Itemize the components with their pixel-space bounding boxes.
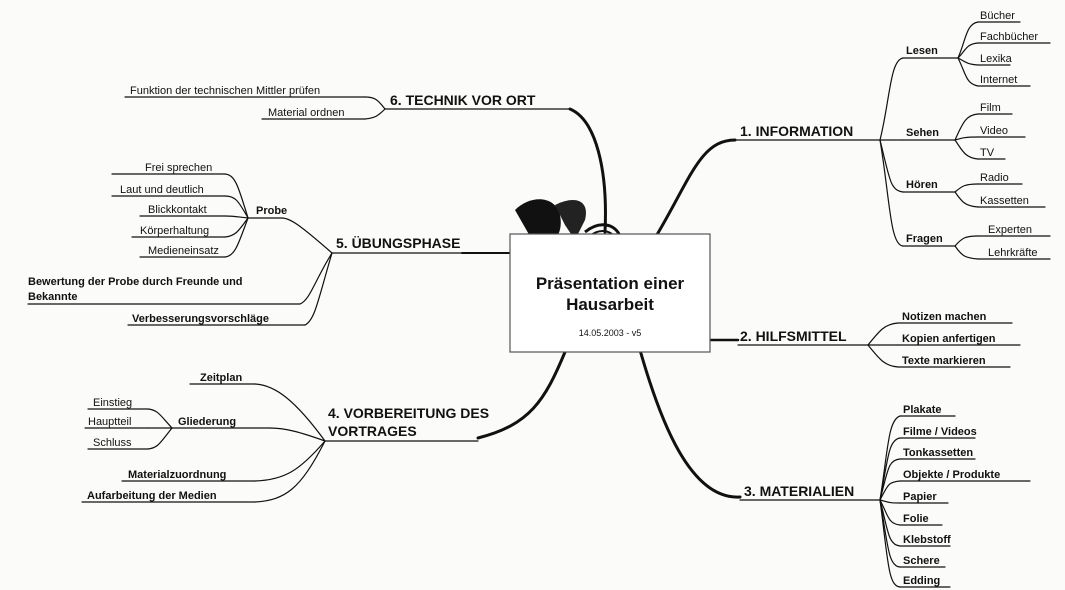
item-blickkontakt: Blickkontakt — [148, 204, 207, 216]
uebungsphase-branch[interactable]: 5. ÜBUNGSPHASE Probe Frei sprechen Laut … — [28, 162, 460, 325]
bewertung-line2: Bekannte — [28, 291, 78, 303]
item-filme-videos: Filme / Videos — [903, 426, 977, 438]
vorbereitung-label-line1: 4. VORBEREITUNG DES — [328, 405, 489, 421]
materialien-branch[interactable]: 3. MATERIALIEN Plakate Filme / Videos To… — [744, 404, 1000, 587]
fragen-label: Fragen — [906, 233, 943, 245]
item-buecher: Bücher — [980, 10, 1015, 22]
item-lehrkraefte: Lehrkräfte — [988, 247, 1038, 259]
item-einstieg: Einstieg — [93, 397, 132, 409]
lesen-label: Lesen — [906, 45, 938, 57]
hilfsmittel-branch[interactable]: 2. HILFSMITTEL Notizen machen Kopien anf… — [740, 311, 996, 367]
item-verbesserungsvorschlaege: Verbesserungsvorschläge — [132, 313, 269, 325]
sehen-label: Sehen — [906, 127, 939, 139]
item-frei-sprechen: Frei sprechen — [145, 162, 212, 174]
item-laut-deutlich: Laut und deutlich — [120, 184, 204, 196]
item-aufarbeitung-medien: Aufarbeitung der Medien — [87, 490, 217, 502]
item-material-ordnen: Material ordnen — [268, 107, 344, 119]
bewertung-line1: Bewertung der Probe durch Freunde und — [28, 276, 243, 288]
item-experten: Experten — [988, 224, 1032, 236]
item-video: Video — [980, 125, 1008, 137]
item-medieneinsatz: Medieneinsatz — [148, 245, 219, 257]
center-node-box — [509, 233, 711, 353]
item-plakate: Plakate — [903, 404, 942, 416]
center-date: 14.05.2003 - v5 — [579, 328, 642, 338]
item-koerperhaltung: Körperhaltung — [140, 225, 209, 237]
branch-technik — [568, 107, 607, 234]
uebungsphase-label: 5. ÜBUNGSPHASE — [336, 235, 460, 251]
item-edding: Edding — [903, 575, 940, 587]
branch-vorbereitung — [476, 350, 567, 440]
item-kassetten: Kassetten — [980, 195, 1029, 207]
hoeren-label: Hören — [906, 179, 938, 191]
item-objekte-produkte: Objekte / Produkte — [903, 469, 1000, 481]
branch-information — [653, 138, 737, 240]
branch-materialien — [638, 348, 742, 499]
item-papier: Papier — [903, 491, 937, 503]
item-fachbuecher: Fachbücher — [980, 31, 1038, 43]
item-radio: Radio — [980, 172, 1009, 184]
item-film: Film — [980, 102, 1001, 114]
technik-label: 6. TECHNIK VOR ORT — [390, 92, 536, 108]
center-node[interactable]: Präsentation einer Hausarbeit 14.05.2003… — [509, 233, 711, 353]
item-folie: Folie — [903, 513, 929, 525]
item-tonkassetten: Tonkassetten — [903, 447, 973, 459]
item-materialzuordnung: Materialzuordnung — [128, 469, 226, 481]
gliederung-label: Gliederung — [178, 416, 236, 428]
hilfsmittel-label: 2. HILFSMITTEL — [740, 328, 847, 344]
item-kopien: Kopien anfertigen — [902, 333, 996, 345]
center-title-line2: Hausarbeit — [566, 295, 654, 314]
item-internet: Internet — [980, 74, 1017, 86]
technik-branch[interactable]: 6. TECHNIK VOR ORT Funktion der technisc… — [130, 85, 536, 119]
item-hauptteil: Hauptteil — [88, 416, 131, 428]
connector-lines — [27, 21, 1051, 588]
item-schere: Schere — [903, 555, 940, 567]
item-schluss: Schluss — [93, 437, 132, 449]
item-zeitplan: Zeitplan — [200, 372, 242, 384]
information-label: 1. INFORMATION — [740, 123, 853, 139]
item-texte-markieren: Texte markieren — [902, 355, 986, 367]
item-lexika: Lexika — [980, 53, 1013, 65]
item-tv: TV — [980, 147, 995, 159]
item-klebstoff: Klebstoff — [903, 534, 951, 546]
information-branch[interactable]: 1. INFORMATION Lesen Bücher Fachbücher L… — [740, 10, 1038, 259]
materialien-label: 3. MATERIALIEN — [744, 483, 854, 499]
vorbereitung-label-line2: VORTRAGES — [328, 423, 417, 439]
item-funktion-mittler: Funktion der technischen Mittler prüfen — [130, 85, 320, 97]
probe-label: Probe — [256, 205, 287, 217]
item-notizen: Notizen machen — [902, 311, 987, 323]
center-title-line1: Präsentation einer — [536, 274, 685, 293]
vorbereitung-branch[interactable]: 4. VORBEREITUNG DES VORTRAGES Zeitplan G… — [87, 372, 489, 502]
